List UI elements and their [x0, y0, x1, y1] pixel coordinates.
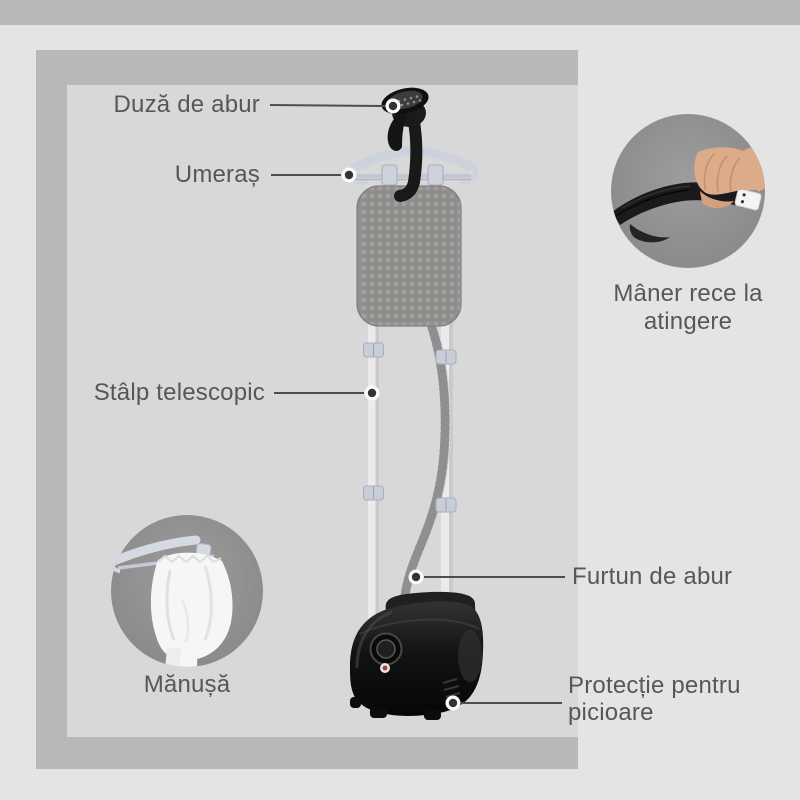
- top-band: [0, 0, 800, 25]
- dot-telescopic-pole: [364, 385, 380, 401]
- cool-touch-handle-inset-photo: [611, 114, 765, 268]
- callout-label-hanger: Umeraș: [174, 161, 260, 188]
- glove-inset-photo: [111, 515, 263, 667]
- callout-label-steam-hose: Furtun de abur: [572, 563, 733, 590]
- dot-hanger: [341, 167, 357, 183]
- dot-steam-nozzle: [385, 98, 401, 114]
- fabric-pad-graphic: [356, 185, 462, 327]
- callout-label-telescopic-pole: Stâlp telescopic: [93, 379, 265, 406]
- callout-dots: [341, 98, 461, 711]
- base-graphic: [349, 591, 484, 720]
- callout-label-steam-nozzle: Duză de abur: [113, 91, 260, 118]
- callout-label-cool-touch-handle: Mâner rece la atingere: [613, 280, 763, 335]
- callout-label-foot-protection: Protecție pentru picioare: [568, 672, 741, 726]
- steam-hose-graphic: [397, 316, 451, 620]
- callout-lines: [269, 104, 565, 704]
- pole-clips: [363, 342, 457, 513]
- dot-steam-hose: [408, 569, 424, 585]
- steam-nozzle-graphic: [381, 87, 429, 202]
- dot-foot-protection: [445, 695, 461, 711]
- vent-slots: [442, 678, 461, 698]
- garment-steamer-illustration: [348, 87, 484, 720]
- callout-label-glove: Mănușă: [143, 671, 231, 698]
- base-feet: [350, 697, 441, 720]
